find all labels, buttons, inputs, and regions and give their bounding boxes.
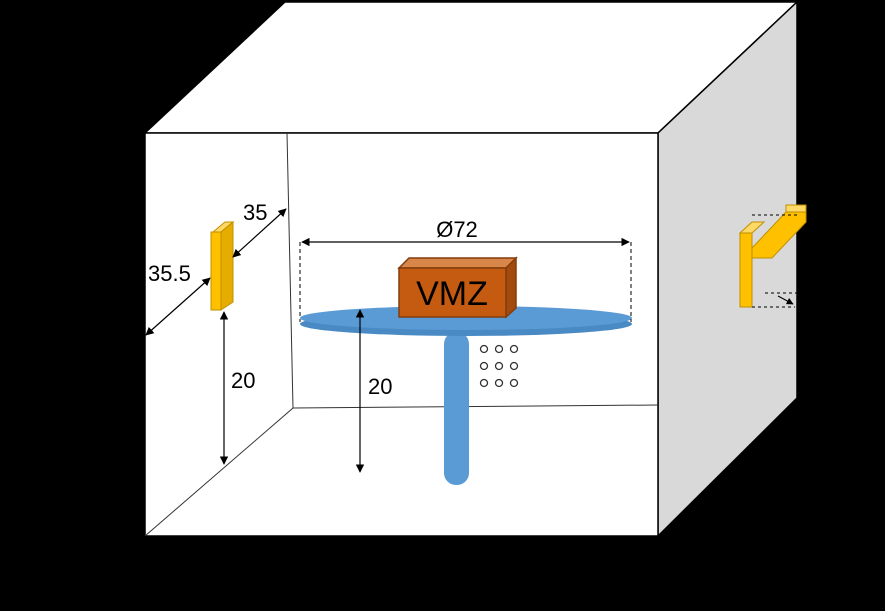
table-height-dimension: 20 xyxy=(355,309,392,473)
horn-antenna-icon xyxy=(738,204,807,308)
vmz-box-label: VMZ xyxy=(416,275,488,313)
diameter-label: Ø72 xyxy=(436,217,478,242)
wall-distance-label: 35 xyxy=(243,200,267,225)
diameter-dimension: Ø72 xyxy=(299,217,632,322)
antenna-height-label: 20 xyxy=(231,368,255,393)
table-height-label: 20 xyxy=(368,374,392,399)
antenna-height-dimension: 20 xyxy=(219,311,255,465)
right-antenna-arrow xyxy=(777,295,794,305)
left-antenna xyxy=(210,220,235,311)
depth-distance-dimension: 35.5 xyxy=(145,261,211,336)
turntable-disc xyxy=(300,306,632,330)
vmz-box: VMZ xyxy=(397,256,518,319)
depth-distance-label: 35.5 xyxy=(148,261,191,286)
turntable-pole xyxy=(444,332,469,485)
right-antenna-dim-lines xyxy=(752,214,800,308)
wall-distance-dimension: 35 xyxy=(232,200,287,258)
vent-holes-icon xyxy=(479,344,519,388)
inner-room-lines xyxy=(144,132,659,537)
